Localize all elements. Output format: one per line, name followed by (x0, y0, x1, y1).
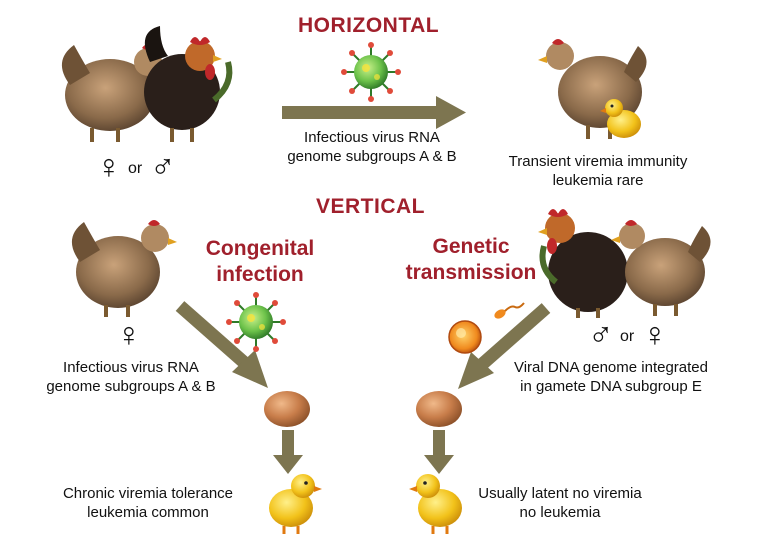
female-symbol-middle-left: ♀ (116, 316, 142, 354)
heading-horizontal: HORIZONTAL (298, 14, 440, 37)
genetic-down-arrow (424, 430, 454, 474)
female-symbol-top-left: ♀ (96, 148, 122, 186)
male-symbol-middle-right: ♂ (588, 316, 614, 354)
sperm-icon (494, 302, 525, 319)
caption-horizontal-arrow-line2: genome subgroups A & B (287, 148, 457, 165)
congenital-down-arrow (273, 430, 303, 474)
caption-horizontal-result-line2: leukemia rare (552, 172, 644, 189)
rooster-hen-pair-middle-right (538, 209, 711, 318)
label-genetic-line2: transmission (405, 261, 537, 284)
caption-genetic-result: Usually latent no viremia no leukemia (460, 484, 660, 522)
caption-genetic-source-line1: Viral DNA genome integrated (513, 359, 708, 376)
caption-congenital-source-line2: genome subgroups A & B (46, 378, 216, 395)
caption-horizontal-result: Transient viremia immunity leukemia rare (482, 152, 714, 190)
label-genetic-transmission: Genetic transmission (404, 234, 538, 286)
hen-middle-left (71, 220, 177, 317)
caption-horizontal-arrow: Infectious virus RNA genome subgroups A … (270, 128, 474, 166)
caption-genetic-source: Viral DNA genome integrated in gamete DN… (496, 358, 726, 396)
congenital-arrow (175, 301, 268, 388)
caption-congenital-result-line2: leukemia common (87, 504, 209, 521)
heading-vertical: VERTICAL (316, 195, 425, 218)
caption-congenital-source-line1: Infectious virus RNA (63, 359, 199, 376)
caption-genetic-source-line2: in gamete DNA subgroup E (520, 378, 702, 395)
caption-genetic-result-line2: no leukemia (519, 504, 601, 521)
label-congenital-line1: Congenital (205, 237, 315, 260)
caption-congenital-result: Chronic viremia tolerance leukemia commo… (44, 484, 252, 522)
virus-particle-horizontal (341, 42, 401, 102)
virus-particle-congenital (226, 292, 286, 352)
or-text-top-left: or (128, 160, 143, 177)
caption-horizontal-result-line1: Transient viremia immunity (508, 153, 688, 170)
chick-bottom-right (409, 474, 462, 534)
caption-congenital-source: Infectious virus RNA genome subgroups A … (18, 358, 244, 396)
label-congenital-infection: Congenital infection (194, 236, 326, 288)
label-congenital-line2: infection (216, 263, 304, 286)
or-text-middle-right: or (620, 328, 635, 345)
genetic-arrow (458, 303, 551, 389)
caption-congenital-result-line1: Chronic viremia tolerance (62, 485, 234, 502)
egg-genetic (416, 391, 462, 427)
caption-horizontal-arrow-line1: Infectious virus RNA (304, 129, 440, 146)
ovum-icon (448, 320, 482, 354)
female-symbol-middle-right: ♀ (642, 316, 668, 354)
horizontal-arrow (282, 96, 466, 129)
hen-rooster-pair-top-left (61, 26, 233, 142)
label-genetic-line1: Genetic (432, 235, 510, 258)
chick-bottom-left (269, 474, 322, 534)
caption-genetic-result-line1: Usually latent no viremia (478, 485, 642, 502)
egg-congenital (264, 391, 310, 427)
hen-with-chick-top-right (538, 39, 647, 139)
male-symbol-top-left: ♂ (150, 148, 176, 186)
